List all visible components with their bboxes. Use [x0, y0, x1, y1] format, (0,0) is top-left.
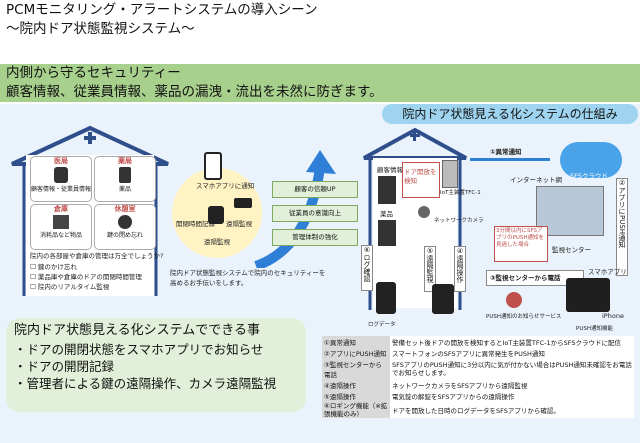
- check-item-2: ☐ 薬品庫や倉庫のドアの開閉時間管理: [30, 273, 142, 282]
- capability-item-2: ・ドアの開閉記録: [14, 359, 115, 374]
- table-value: 電気錠の解錠をSFSアプリからの遠隔操作: [390, 390, 634, 402]
- table-value: ネットワークカメラをSFSアプリから遠隔監視: [390, 379, 634, 391]
- push-func-label: PUSH通知機能: [576, 326, 613, 332]
- door-detect-box: [402, 162, 440, 198]
- phone-log-icon: [376, 282, 396, 314]
- smartphone-icon: [204, 152, 222, 180]
- table-key: ⑥ロギング機能（※拡張機能のみ）: [322, 402, 390, 418]
- monitoring-center-label: 監視センター: [552, 246, 591, 254]
- room-caption: 顧客情報・従業員情報: [31, 186, 92, 193]
- feature-table: ①異常通知警備セット後ドアの開放を検知するとIoT主装置TFC-1からSFSクラ…: [322, 336, 634, 418]
- capability-item-3: ・管理者による鍵の遠隔操作、カメラ遠隔監視: [14, 376, 277, 391]
- table-value: SFSアプリのPUSH通知に3分以内に気が付かない場合はPUSH通知未確認をお電…: [390, 359, 634, 379]
- room-title: 医局: [54, 157, 68, 165]
- phone-call-icon: [506, 292, 522, 308]
- step1-arrow: [470, 158, 550, 161]
- door-icon-2: [378, 220, 396, 246]
- question-text: 院内の各部屋や倉庫の管理は万全でしょうか?: [30, 252, 164, 260]
- call-service-label: PUSH通知のお知らせサービス: [486, 314, 562, 320]
- capability-item-1: ・ドアの開閉状態をスマホアプリでお知らせ: [14, 342, 264, 357]
- open-close-caption: 開閉時間記録: [176, 220, 215, 228]
- phone-camera-icon: [432, 284, 454, 314]
- benefit-trust: 顧客の信頼UP: [272, 181, 358, 198]
- lock-icon: [208, 206, 224, 224]
- smartphone-app-icon: [566, 278, 610, 312]
- app-notify-caption: スマホアプリに通知: [196, 182, 255, 190]
- check-item-3: ☐ 院内のリアルタイム監視: [30, 283, 109, 292]
- benefit-awareness: 従業員の意識向上: [272, 205, 358, 222]
- step3-label: ③監視センターから電話: [490, 274, 561, 282]
- room-souko: 倉庫 消耗品など物品: [30, 204, 92, 250]
- step2-label: ②アプリにPUSH通知: [616, 178, 628, 276]
- medicine-icon: [119, 167, 131, 183]
- checkbox-icon: ☐: [30, 273, 38, 281]
- network-camera-label: ネットワークカメラ: [434, 218, 484, 224]
- log-data-label: ログデータ: [368, 322, 396, 328]
- iot-device-icon: [442, 160, 458, 188]
- person-icon: [54, 167, 68, 183]
- thief-icon: [118, 215, 132, 229]
- network-camera-icon: [418, 206, 430, 218]
- room-drug-label: 薬品: [380, 210, 393, 218]
- band-line-2: 顧客情報、従業員情報、薬品の漏洩・流出を未然に防ぎます。: [6, 84, 383, 100]
- notice-box: [494, 226, 548, 262]
- table-key: ②アプリにPUSH通知: [322, 347, 390, 359]
- room-title: 薬局: [118, 157, 132, 165]
- table-row: ④遠隔操作ネットワークカメラをSFSアプリから遠隔監視: [322, 379, 634, 391]
- page-subtitle: ～院内ドア状態監視システム～: [6, 21, 195, 37]
- capabilities-box: [6, 318, 306, 412]
- benefit-management: 管理体制の強化: [272, 229, 358, 246]
- table-row: ⑤遠隔操作電気錠の解錠をSFSアプリからの遠隔操作: [322, 390, 634, 402]
- band-line-1: 内側から守るセキュリティー: [6, 65, 181, 81]
- table-value: ドアを開放した日時のログデータをSFSアプリから確認。: [390, 402, 634, 418]
- step6-label: ⑥ログ確認: [361, 245, 373, 291]
- camera-caption: 遠隔監視: [226, 220, 252, 228]
- room-caption: 鍵の閉め忘れ: [106, 232, 143, 239]
- check-item-1: ☐ 鍵のかけ忘れ: [30, 263, 77, 272]
- remote-caption: 遠隔監視: [204, 238, 230, 246]
- table-key: ③監視センターから電話: [322, 359, 390, 379]
- support-text: 院内ドア状態監視システムで院内のセキュリティーを高めるお手伝いをします。: [170, 269, 326, 287]
- room-caption: 薬品: [118, 186, 131, 193]
- camera-icon: [234, 198, 252, 208]
- box-icon: [53, 215, 69, 229]
- checkbox-icon: ☐: [30, 283, 38, 291]
- table-key: ⑤遠隔操作: [322, 390, 390, 402]
- table-key: ④遠隔操作: [322, 379, 390, 391]
- intro-band: [0, 64, 640, 102]
- notice-text: 3分間以内にSFSアプリのPUSH通知を見過した場合: [496, 228, 544, 248]
- iot-label: IoT主装置TFC-1: [440, 190, 481, 196]
- room-info-label: 顧客情報: [377, 166, 403, 174]
- cloud-icon: [560, 142, 622, 178]
- app-label: スマホアプリ: [588, 268, 627, 276]
- iphone-label: iPhone: [602, 312, 624, 320]
- checkbox-icon: ☐: [30, 263, 38, 271]
- room-ikyoku: 医局 顧客情報・従業員情報: [30, 156, 92, 202]
- door-icon: [378, 176, 396, 204]
- check-item-label: 鍵のかけ忘れ: [37, 263, 77, 271]
- room-title: 休憩室: [114, 205, 136, 213]
- check-item-label: 薬品庫や倉庫のドアの開閉時間管理: [37, 273, 142, 281]
- room-caption: 消耗品など物品: [39, 232, 82, 239]
- check-item-label: 院内のリアルタイム監視: [37, 283, 110, 291]
- system-pill: 院内ドア状態見える化システムの仕組み: [382, 104, 638, 124]
- step1-label: ①異常通知: [490, 148, 522, 156]
- internet-label: インターネット網: [510, 176, 562, 184]
- capabilities-heading: 院内ドア状態見える化システムでできる事: [14, 323, 260, 338]
- table-row: ②アプリにPUSH通知スマートフォンのSFSアプリに異常発生をPUSH通知: [322, 347, 634, 359]
- room-yakkyoku: 薬局 薬品: [94, 156, 156, 202]
- page-title: PCMモニタリング・アラートシステムの導入シーン: [6, 2, 318, 18]
- step4-label: ④遠隔操作: [454, 246, 466, 292]
- room-kyukeishitsu: 休憩室 鍵の閉め忘れ: [94, 204, 156, 250]
- step5-label: ⑤遠隔監視: [424, 246, 436, 292]
- table-value: スマートフォンのSFSアプリに異常発生をPUSH通知: [390, 347, 634, 359]
- table-key: ①異常通知: [322, 336, 390, 348]
- cloud-label: SFSクラウド: [570, 172, 608, 180]
- table-row: ①異常通知警備セット後ドアの開放を検知するとIoT主装置TFC-1からSFSクラ…: [322, 336, 634, 348]
- table-value: 警備セット後ドアの開放を検知するとIoT主装置TFC-1からSFSクラウドに配信: [390, 336, 634, 348]
- room-title: 倉庫: [54, 205, 68, 213]
- door-detect-label: ドア開放を検知: [404, 168, 437, 185]
- table-row: ⑥ロギング機能（※拡張機能のみ）ドアを開放した日時のログデータをSFSアプリから…: [322, 402, 634, 418]
